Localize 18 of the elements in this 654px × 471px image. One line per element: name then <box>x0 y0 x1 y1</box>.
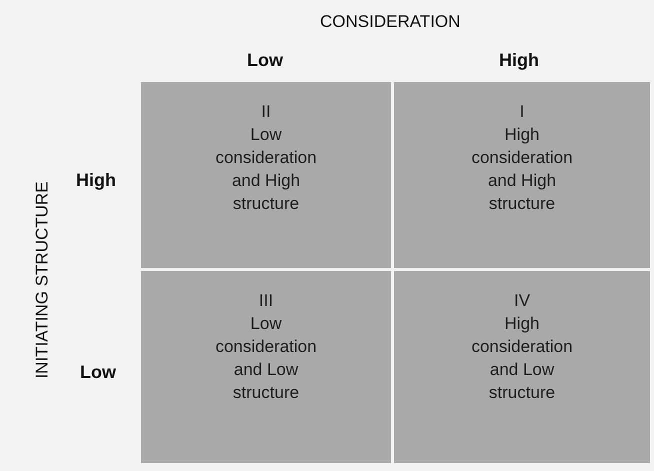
column-header: High <box>499 50 539 70</box>
quadrant-cell <box>394 82 650 268</box>
row-header: Low <box>80 362 116 382</box>
roman-numeral: III <box>258 290 274 312</box>
roman-numeral: II <box>261 101 271 123</box>
quadrant-cell <box>394 271 650 463</box>
row-header: High <box>76 170 116 190</box>
roman-numeral: IV <box>514 290 530 312</box>
quadrant-cell <box>141 82 391 268</box>
column-header: Low <box>247 50 283 70</box>
roman-numeral: I <box>520 101 524 123</box>
axis-title: INITIATING STRUCTURE <box>32 181 52 379</box>
quadrant-cell <box>141 271 391 463</box>
quadrant-text: Low consideration and Low structure <box>214 313 318 404</box>
quadrant-text: High consideration and High structure <box>470 124 574 215</box>
axis-title: CONSIDERATION <box>320 12 460 32</box>
quadrant-text: High consideration and Low structure <box>470 313 574 404</box>
quadrant-text: Low consideration and High structure <box>214 124 318 215</box>
